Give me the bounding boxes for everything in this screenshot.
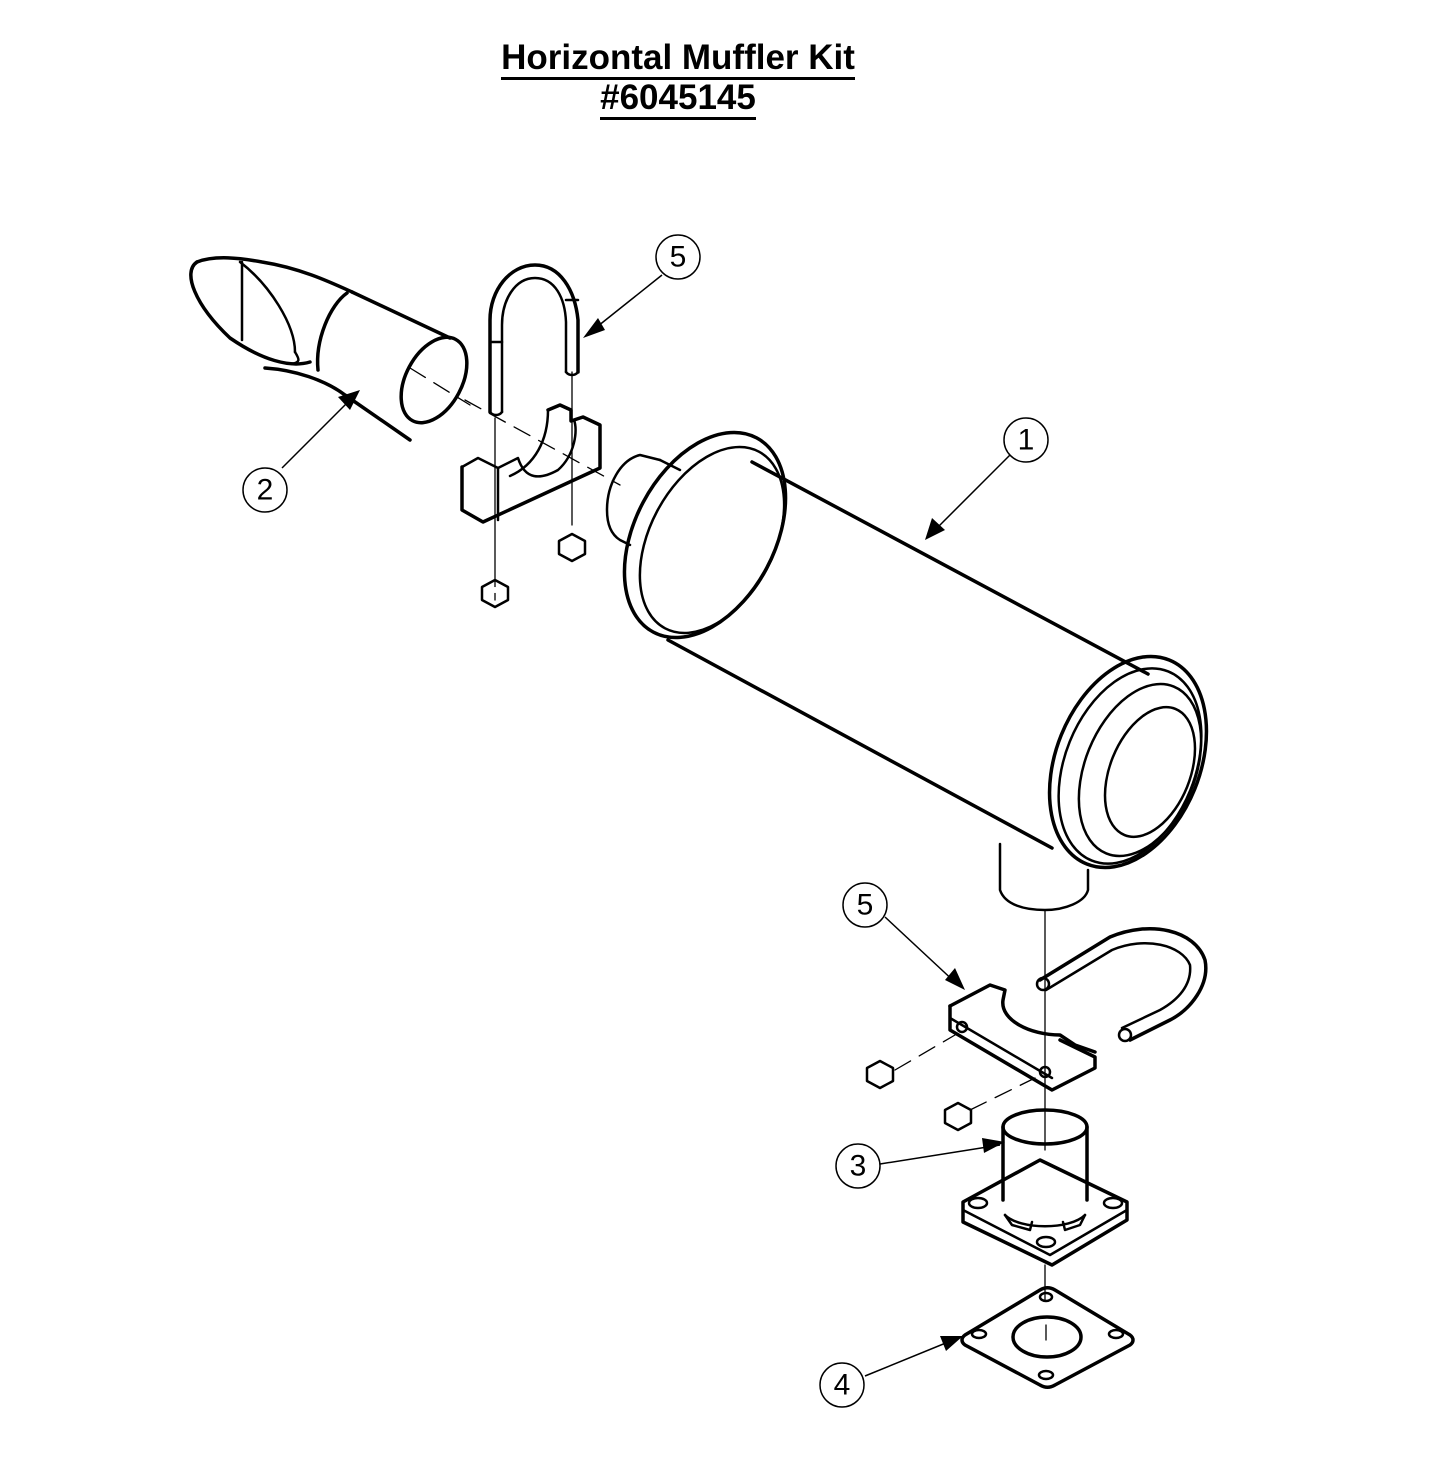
upper-u-bolt-clamp-part [460, 263, 602, 609]
svg-text:2: 2 [257, 474, 274, 507]
hex-nut-icon [557, 532, 587, 563]
flanged-adapter-part [961, 1108, 1129, 1301]
exhaust-tip-part [189, 256, 471, 442]
callout-balloon-5-lower: 5 [842, 882, 888, 928]
drawing-title: Horizontal Muffler Kit #6045145 [0, 40, 1356, 120]
hex-nut-icon [943, 1101, 973, 1132]
callout-balloon-1: 1 [1003, 417, 1049, 463]
svg-text:1: 1 [1018, 424, 1035, 457]
callout-balloon-4: 4 [819, 1362, 865, 1408]
svg-text:3: 3 [850, 1150, 867, 1183]
hex-nut-icon [865, 1059, 895, 1090]
callout-leaders [281, 274, 1011, 1377]
svg-text:4: 4 [834, 1369, 851, 1402]
gasket-part [960, 1286, 1135, 1389]
muffler-part [605, 430, 1209, 1151]
svg-text:5: 5 [857, 889, 874, 922]
title-part-number: #6045145 [600, 80, 756, 120]
svg-text:5: 5 [670, 241, 687, 274]
callout-balloon-2: 2 [242, 467, 288, 513]
title-kit-name: Horizontal Muffler Kit [501, 40, 855, 80]
lower-u-bolt-clamp-part [865, 926, 1208, 1132]
callout-balloon-5-upper: 5 [655, 234, 701, 280]
callout-balloon-3: 3 [835, 1143, 881, 1189]
hex-nut-icon [480, 578, 510, 609]
